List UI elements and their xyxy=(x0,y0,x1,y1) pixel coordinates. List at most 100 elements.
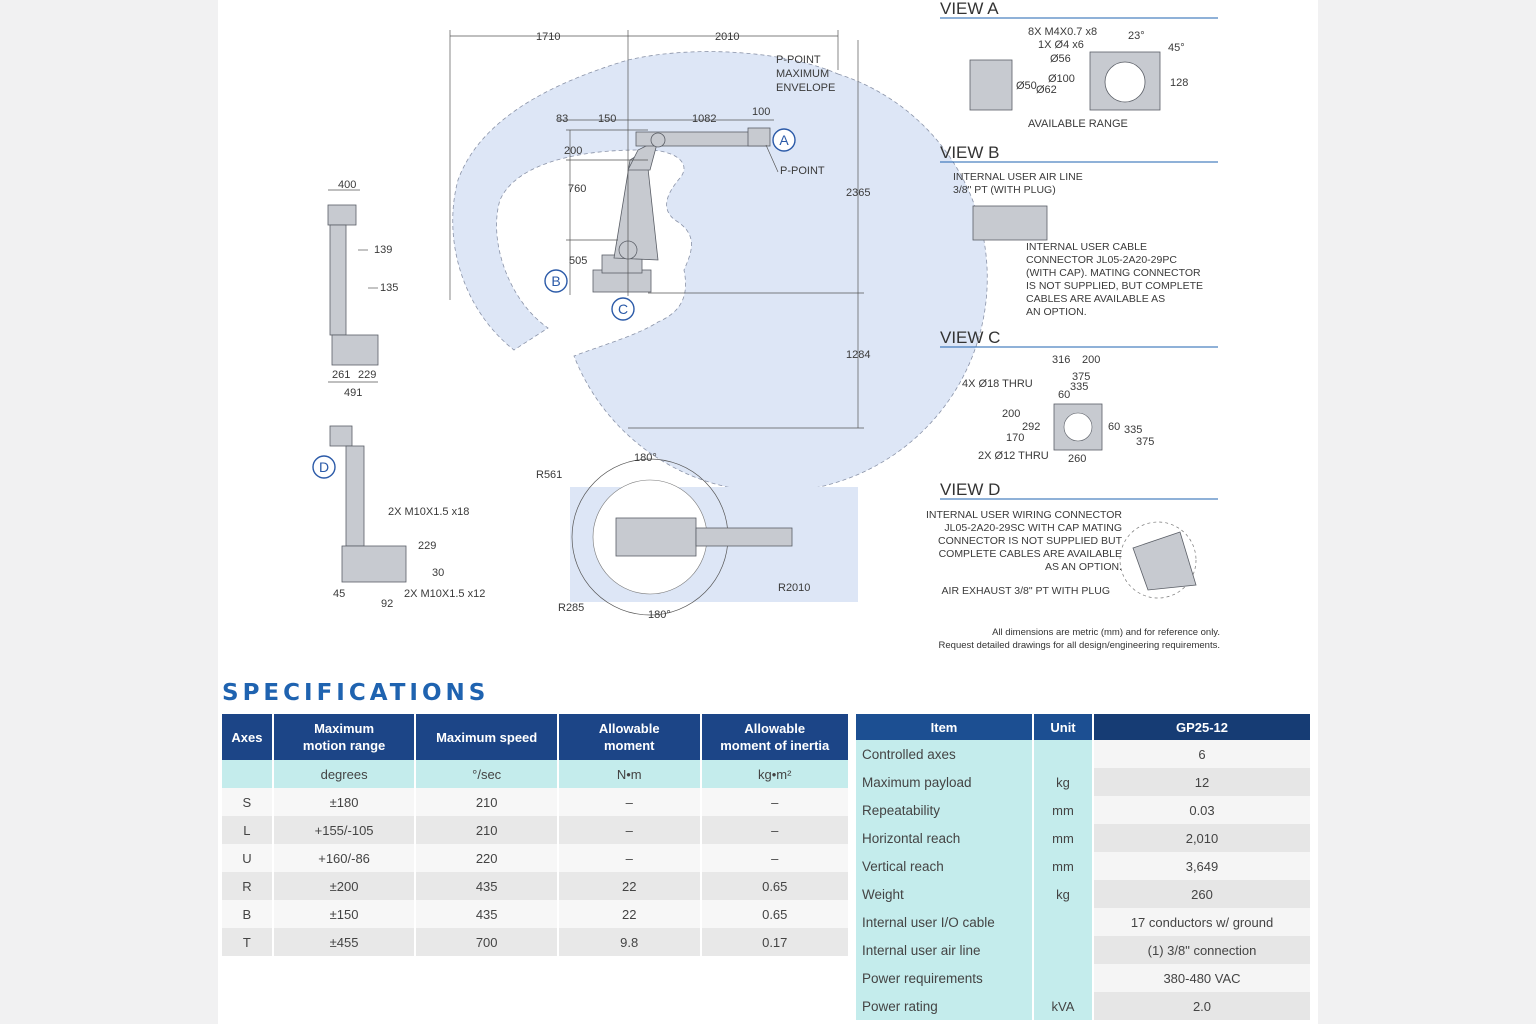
item-name: Controlled axes xyxy=(856,740,1034,768)
view-d-note1-line3: CONNECTOR IS NOT SUPPLIED BUT xyxy=(938,535,1123,547)
table-row: Horizontal reach mm 2,010 xyxy=(856,824,1312,852)
top-label-r561: R561 xyxy=(536,469,562,481)
col-allowable-inertia: Allowable moment of inertia xyxy=(700,714,850,760)
marker-c: C xyxy=(611,297,635,321)
view-d: VIEW D INTERNAL USER WIRING CONNECTOR JL… xyxy=(926,480,1218,599)
table-cell: ±180 xyxy=(272,788,417,816)
item-unit xyxy=(1033,936,1094,964)
view-a-128: 128 xyxy=(1170,77,1188,89)
unit-cell: degrees xyxy=(272,760,417,788)
table-cell: – xyxy=(557,788,702,816)
item-value: 260 xyxy=(1093,880,1312,908)
view-d-note1-line4: COMPLETE CABLES ARE AVAILABLE xyxy=(939,548,1122,560)
view-c-335-top: 335 xyxy=(1070,381,1088,393)
view-b-note2-line3: (WITH CAP). MATING CONNECTOR xyxy=(1026,267,1201,279)
svg-text:B: B xyxy=(551,273,560,289)
view-d-note1-line1: INTERNAL USER WIRING CONNECTOR xyxy=(926,509,1122,521)
view-c-260: 260 xyxy=(1068,453,1086,465)
item-name: Internal user air line xyxy=(856,936,1034,964)
item-spec-table: Item Unit GP25-12 Controlled axes 6 Maxi… xyxy=(856,714,1312,1020)
dim-2010: 2010 xyxy=(715,31,739,43)
table-cell: ±200 xyxy=(272,872,417,900)
front-view: 1710 2010 83 150 1082 100 200 760 505 23… xyxy=(449,30,988,493)
label-maximum: MAXIMUM xyxy=(776,68,829,80)
footnote-line2: Request detailed drawings for all design… xyxy=(939,640,1220,651)
item-unit: mm xyxy=(1033,824,1094,852)
view-c-375-top: 375 xyxy=(1072,371,1090,383)
table-row: Maximum payload kg 12 xyxy=(856,768,1312,796)
item-unit: kg xyxy=(1033,880,1094,908)
view-d-note1-line2: JL05-2A20-29SC WITH CAP MATING xyxy=(944,522,1122,534)
col-max-motion-range: Maximum motion range xyxy=(272,714,417,760)
item-name: Internal user I/O cable xyxy=(856,908,1034,936)
item-unit xyxy=(1033,908,1094,936)
view-c-60-top: 60 xyxy=(1058,389,1070,401)
view-a-d50: Ø50 xyxy=(1016,80,1037,92)
label-p-point: P-POINT xyxy=(776,54,821,66)
svg-text:A: A xyxy=(779,132,789,148)
view-c-title: VIEW C xyxy=(940,328,1000,347)
item-name: Vertical reach xyxy=(856,852,1034,880)
table-cell: 0.65 xyxy=(700,872,850,900)
view-d-note2: AIR EXHAUST 3/8" PT WITH PLUG xyxy=(942,585,1110,597)
view-b-note2-line6: AN OPTION. xyxy=(1026,306,1087,318)
dim-2365: 2365 xyxy=(846,187,870,199)
item-value: 3,649 xyxy=(1093,852,1312,880)
item-value: 2.0 xyxy=(1093,992,1312,1020)
svg-text:D: D xyxy=(319,459,329,475)
item-unit xyxy=(1033,740,1094,768)
dim-150: 150 xyxy=(598,113,616,125)
view-b-note2-line5: CABLES ARE AVAILABLE AS xyxy=(1026,293,1165,305)
rear-label-m10-12: 2X M10X1.5 x12 xyxy=(404,588,485,600)
marker-b: B xyxy=(544,269,568,293)
dim-760: 760 xyxy=(568,183,586,195)
spec-sheet-page: 1710 2010 83 150 1082 100 200 760 505 23… xyxy=(218,0,1318,1024)
table-cell: 700 xyxy=(415,928,559,956)
side-dim-491: 491 xyxy=(344,387,362,399)
view-b-title: VIEW B xyxy=(940,143,1000,162)
view-a-d62: Ø62 xyxy=(1036,84,1057,96)
dim-83: 83 xyxy=(556,113,568,125)
col-model: GP25-12 xyxy=(1093,714,1312,740)
view-a: VIEW A 8X M4X0.7 x8 1X Ø4 x6 Ø56 Ø100 Ø5… xyxy=(940,0,1218,130)
view-a-d100: Ø100 xyxy=(1048,73,1075,85)
top-label-r2010: R2010 xyxy=(778,582,810,594)
table-row: U +160/-86 220 – – xyxy=(222,844,850,872)
table-cell: B xyxy=(222,900,274,928)
table-cell: – xyxy=(557,816,702,844)
p-point-envelope xyxy=(452,51,988,493)
unit-cell xyxy=(222,760,274,788)
dim-100: 100 xyxy=(752,106,770,118)
item-unit: kVA xyxy=(1033,992,1094,1020)
side-dim-261: 261 xyxy=(332,369,350,381)
table-cell: – xyxy=(700,788,850,816)
unit-cell: N•m xyxy=(557,760,702,788)
top-label-r285: R285 xyxy=(558,602,584,614)
unit-cell: kg•m² xyxy=(700,760,850,788)
table-cell: U xyxy=(222,844,274,872)
robot-front xyxy=(592,127,771,293)
col-max-speed: Maximum speed xyxy=(415,714,559,760)
view-c-2x-d12: 2X Ø12 THRU xyxy=(978,450,1049,462)
view-b-note2-line2: CONNECTOR JL05-2A20-29PC xyxy=(1026,254,1177,266)
table-row: Power requirements 380-480 VAC xyxy=(856,964,1312,992)
item-name: Power requirements xyxy=(856,964,1034,992)
technical-drawing: 1710 2010 83 150 1082 100 200 760 505 23… xyxy=(312,0,1220,651)
dim-1284: 1284 xyxy=(846,349,870,361)
table-cell: 22 xyxy=(557,900,702,928)
axes-spec-table: Axes Maximum motion range Maximum speed … xyxy=(222,714,850,956)
top-label-180-bottom: 180° xyxy=(648,609,671,621)
item-unit: mm xyxy=(1033,796,1094,824)
item-name: Power rating xyxy=(856,992,1034,1020)
col-item: Item xyxy=(856,714,1034,740)
table-row: S ±180 210 – – xyxy=(222,788,850,816)
dim-200: 200 xyxy=(564,145,582,157)
table-cell: L xyxy=(222,816,274,844)
table-cell: R xyxy=(222,872,274,900)
table-cell: – xyxy=(700,816,850,844)
table-row: Power rating kVA 2.0 xyxy=(856,992,1312,1020)
dim-505: 505 xyxy=(569,255,587,267)
rear-label-45: 45 xyxy=(333,588,345,600)
item-value: 17 conductors w/ ground xyxy=(1093,908,1312,936)
view-b-note1-line1: INTERNAL USER AIR LINE xyxy=(953,171,1083,183)
